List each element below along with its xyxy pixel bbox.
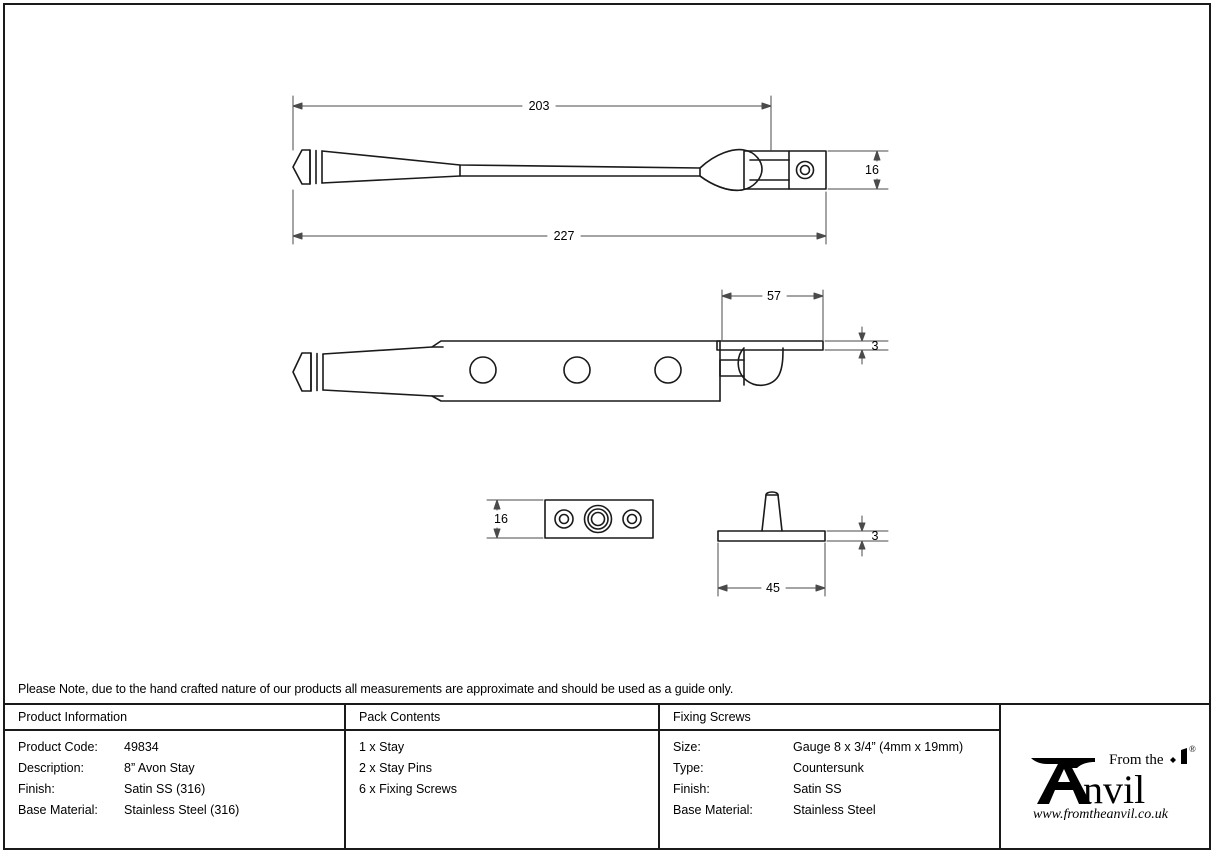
spec-label: Base Material: <box>673 803 753 817</box>
spec-row-type: Type: Countersunk <box>673 761 992 782</box>
fixing-screws-list: Size: Gauge 8 x 3/4” (4mm x 19mm) Type: … <box>673 740 992 824</box>
dimension-16-pin <box>486 499 544 539</box>
spec-row-base-material: Base Material: Stainless Steel <box>673 803 992 824</box>
spec-value: 8” Avon Stay <box>124 761 195 775</box>
product-information-list: Product Code: 49834 Description: 8” Avon… <box>18 740 337 824</box>
spec-label: Base Material: <box>18 803 98 817</box>
column-header-label: Product Information <box>18 710 128 724</box>
logo-word-from-the: From the <box>1109 752 1164 768</box>
dimension-45 <box>717 542 826 597</box>
column-header-label: Pack Contents <box>359 710 441 724</box>
pack-contents-item: 6 x Fixing Screws <box>359 782 457 796</box>
dimension-label-203: 203 <box>528 99 550 113</box>
stay-side-elevation-geometry <box>292 148 827 192</box>
dimension-203 <box>292 95 772 151</box>
specification-table: Product Information Product Code: 49834 … <box>5 705 1209 850</box>
spec-value: 49834 <box>124 740 159 754</box>
logo-url: www.fromtheanvil.co.uk <box>1033 807 1169 820</box>
spec-value: Satin SS <box>793 782 842 796</box>
dimension-label-57: 57 <box>767 289 781 303</box>
spec-label: Size: <box>673 740 701 754</box>
spec-value: Countersunk <box>793 761 864 775</box>
dimension-label-45: 45 <box>766 581 780 595</box>
dimension-227 <box>292 189 827 245</box>
spec-row-description: Description: 8” Avon Stay <box>18 761 337 782</box>
spec-value: Stainless Steel <box>793 803 876 817</box>
from-the-anvil-logo: nvil From the ® www.fromtheanvil.co.uk <box>1025 740 1201 820</box>
logo-mark-one <box>1181 748 1187 764</box>
stay-pin-plan-geometry <box>544 499 654 539</box>
pack-contents-item: 1 x Stay <box>359 740 405 754</box>
column-pack-contents: Pack Contents 1 x Stay 2 x Stay Pins 6 x… <box>346 705 660 850</box>
spec-label: Finish: <box>673 782 710 796</box>
dimension-label-16-top: 16 <box>865 163 879 177</box>
spec-row-finish: Finish: Satin SS <box>673 782 992 803</box>
column-header-product-information: Product Information <box>5 705 344 731</box>
dimension-16-top <box>827 150 889 190</box>
dimension-57 <box>721 289 824 342</box>
spec-value: Gauge 8 x 3/4” (4mm x 19mm) <box>793 740 964 754</box>
please-note-text: Please Note, due to the hand crafted nat… <box>18 682 734 696</box>
dimension-label-3-pin: 3 <box>871 529 879 543</box>
logo-letter-a <box>1037 762 1091 804</box>
spec-label: Type: <box>673 761 704 775</box>
spec-row-product-code: Product Code: 49834 <box>18 740 337 761</box>
please-note-row: Please Note, due to the hand crafted nat… <box>5 676 1209 705</box>
spec-label: Description: <box>18 761 84 775</box>
stay-plan-view-geometry <box>292 340 824 402</box>
stay-pin-elevation-geometry <box>717 491 826 542</box>
spec-label: Finish: <box>18 782 55 796</box>
dimension-label-227: 227 <box>553 229 575 243</box>
column-fixing-screws: Fixing Screws Size: Gauge 8 x 3/4” (4mm … <box>660 705 1001 850</box>
column-header-fixing-screws: Fixing Screws <box>660 705 999 731</box>
dimension-label-3-plan: 3 <box>871 339 879 353</box>
spec-row-finish: Finish: Satin SS (316) <box>18 782 337 803</box>
pack-contents-item: 2 x Stay Pins <box>359 761 432 775</box>
logo-word-nvil: nvil <box>1083 767 1145 812</box>
dimension-label-16-pin: 16 <box>494 512 508 526</box>
spec-row-base-material: Base Material: Stainless Steel (316) <box>18 803 337 824</box>
diamond-icon <box>1170 757 1176 763</box>
spec-row-size: Size: Gauge 8 x 3/4” (4mm x 19mm) <box>673 740 992 761</box>
column-header-pack-contents: Pack Contents <box>346 705 658 731</box>
dimension-3-plan <box>824 326 889 365</box>
registered-trademark-icon: ® <box>1189 744 1196 754</box>
spec-value: Satin SS (316) <box>124 782 206 796</box>
spec-label: Product Code: <box>18 740 98 754</box>
column-header-label: Fixing Screws <box>673 710 751 724</box>
pack-contents-list: 1 x Stay 2 x Stay Pins 6 x Fixing Screws <box>359 740 651 803</box>
column-product-information: Product Information Product Code: 49834 … <box>5 705 346 850</box>
dimension-3-pin <box>826 515 889 557</box>
spec-value: Stainless Steel (316) <box>124 803 240 817</box>
